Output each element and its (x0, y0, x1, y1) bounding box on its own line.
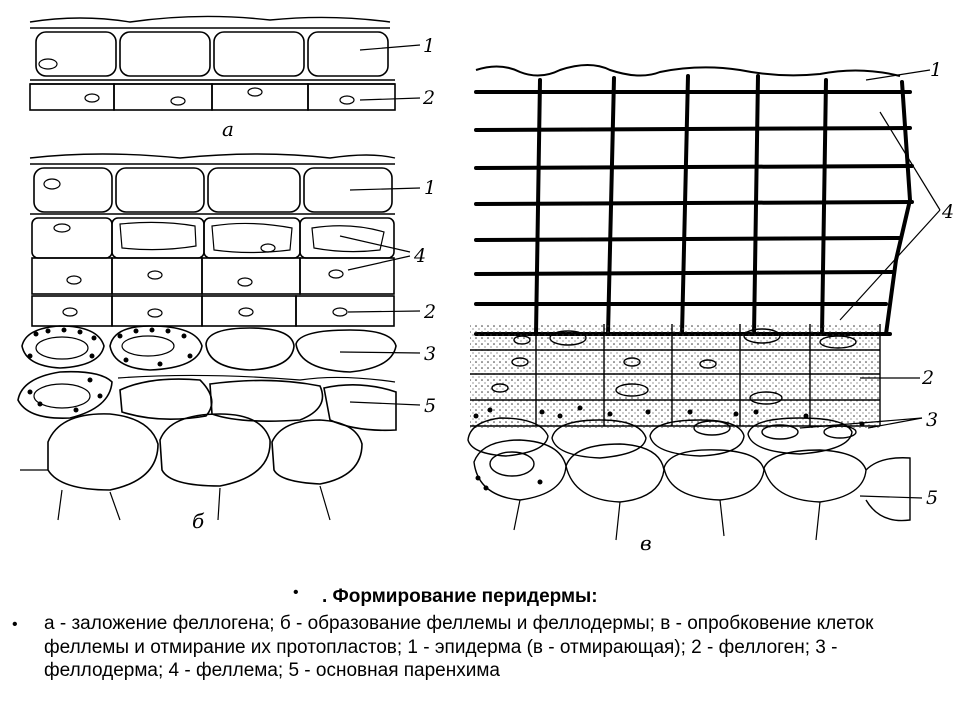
panel-v-sublabel: в (640, 531, 652, 555)
periderm-diagram: 1 2 а (17, 15, 954, 555)
panel-v-lower-layers (467, 324, 911, 541)
panel-b-label-2: 2 (423, 301, 436, 323)
panel-v-label-3: 3 (926, 409, 938, 431)
panel-b-label-1: 1 (424, 177, 436, 199)
panel-v-stippled-layers (470, 324, 880, 428)
panel-v-label-1: 1 (930, 59, 942, 81)
panel-a (29, 15, 421, 111)
caption-bullet-title: • (293, 584, 299, 601)
panel-a-label-2: 2 (422, 87, 435, 109)
panel-a-sublabel: а (222, 117, 234, 141)
panel-v-leader-lines (799, 69, 941, 499)
panel-v-label-5: 5 (926, 487, 938, 509)
panel-v-phelloderm-dots (473, 405, 865, 491)
panel-v-label-2: 2 (921, 367, 934, 389)
panel-b-phelloderm-dots (27, 327, 193, 413)
panel-v (474, 64, 914, 336)
panel-b-sublabel: б (192, 509, 205, 533)
panel-b-label-4: 4 (413, 245, 426, 267)
panel-v-label-4: 4 (941, 201, 954, 223)
panel-b-leader-lines (339, 187, 421, 406)
panel-b-label-5: 5 (424, 395, 436, 417)
caption-body: а - заложение феллогена; б - образование… (44, 613, 874, 681)
panel-a-label-1: 1 (423, 35, 435, 57)
panel-b-label-3: 3 (424, 343, 436, 365)
caption-title: . Формирование перидермы: (322, 586, 598, 607)
caption-bullet-body: • (12, 616, 18, 633)
panel-b (17, 153, 397, 521)
